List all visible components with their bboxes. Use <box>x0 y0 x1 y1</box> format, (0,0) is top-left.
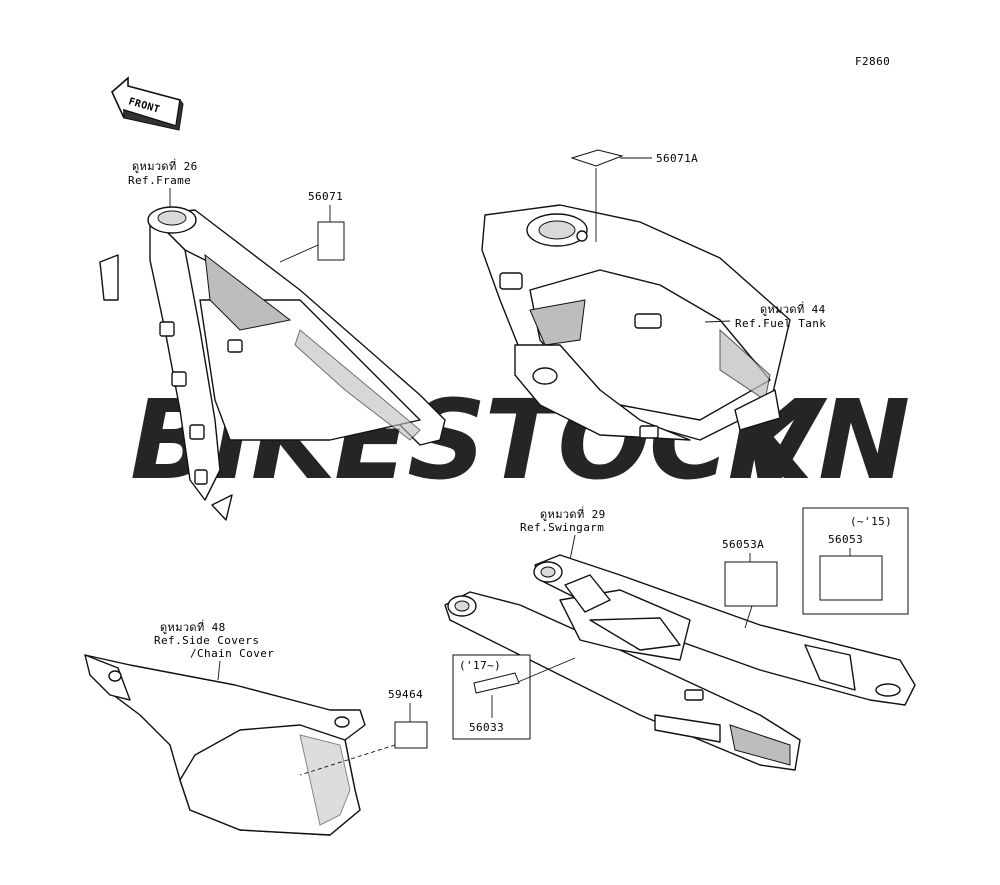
ref-frame-en: Ref.Frame <box>128 174 191 187</box>
part-56053-label: 56053 <box>828 533 863 546</box>
decal-56053a <box>724 561 778 607</box>
decal-56071 <box>317 221 345 261</box>
front-arrow-icon: FRONT <box>111 76 184 131</box>
note-from-17: ('17~) <box>459 659 501 672</box>
side-cover-illustration: ดูหมวดที่ 48 Ref.Side Covers /Chain Cove… <box>84 619 428 836</box>
ref-fuel-tank-thai: ดูหมวดที่ 44 <box>760 301 826 316</box>
decal-56033 <box>473 672 520 694</box>
diagram-code: F2860 <box>855 55 890 68</box>
ref-side-covers-en2: /Chain Cover <box>190 647 274 660</box>
ref-swingarm-en: Ref.Swingarm <box>520 521 604 534</box>
ref-swingarm-thai: ดูหมวดที่ 29 <box>540 506 606 521</box>
swingarm-illustration: ดูหมวดที่ 29 Ref.Swingarm 56053A (~'15) … <box>444 506 916 771</box>
note-upto-15: (~'15) <box>850 515 892 528</box>
fuel-tank-illustration: ดูหมวดที่ 44 Ref.Fuel Tank 56071A <box>481 149 826 441</box>
ref-fuel-tank-en: Ref.Fuel Tank <box>735 317 826 330</box>
ref-side-covers-en1: Ref.Side Covers <box>154 634 259 647</box>
box-56033 <box>452 654 531 740</box>
decal-56071a <box>570 149 624 167</box>
ref-side-covers-thai: ดูหมวดที่ 48 <box>160 619 226 634</box>
part-59464-label: 59464 <box>388 688 423 701</box>
part-56071a-label: 56071A <box>656 152 698 165</box>
decal-56053 <box>819 555 883 601</box>
part-56071-label: 56071 <box>308 190 343 203</box>
ref-frame-thai: ดูหมวดที่ 26 <box>132 158 198 173</box>
frame-illustration: ดูหมวดที่ 26 Ref.Frame 56071 <box>99 158 446 521</box>
part-56033-label: 56033 <box>469 721 504 734</box>
decal-59464 <box>394 721 428 749</box>
part-56053a-label: 56053A <box>722 538 764 551</box>
